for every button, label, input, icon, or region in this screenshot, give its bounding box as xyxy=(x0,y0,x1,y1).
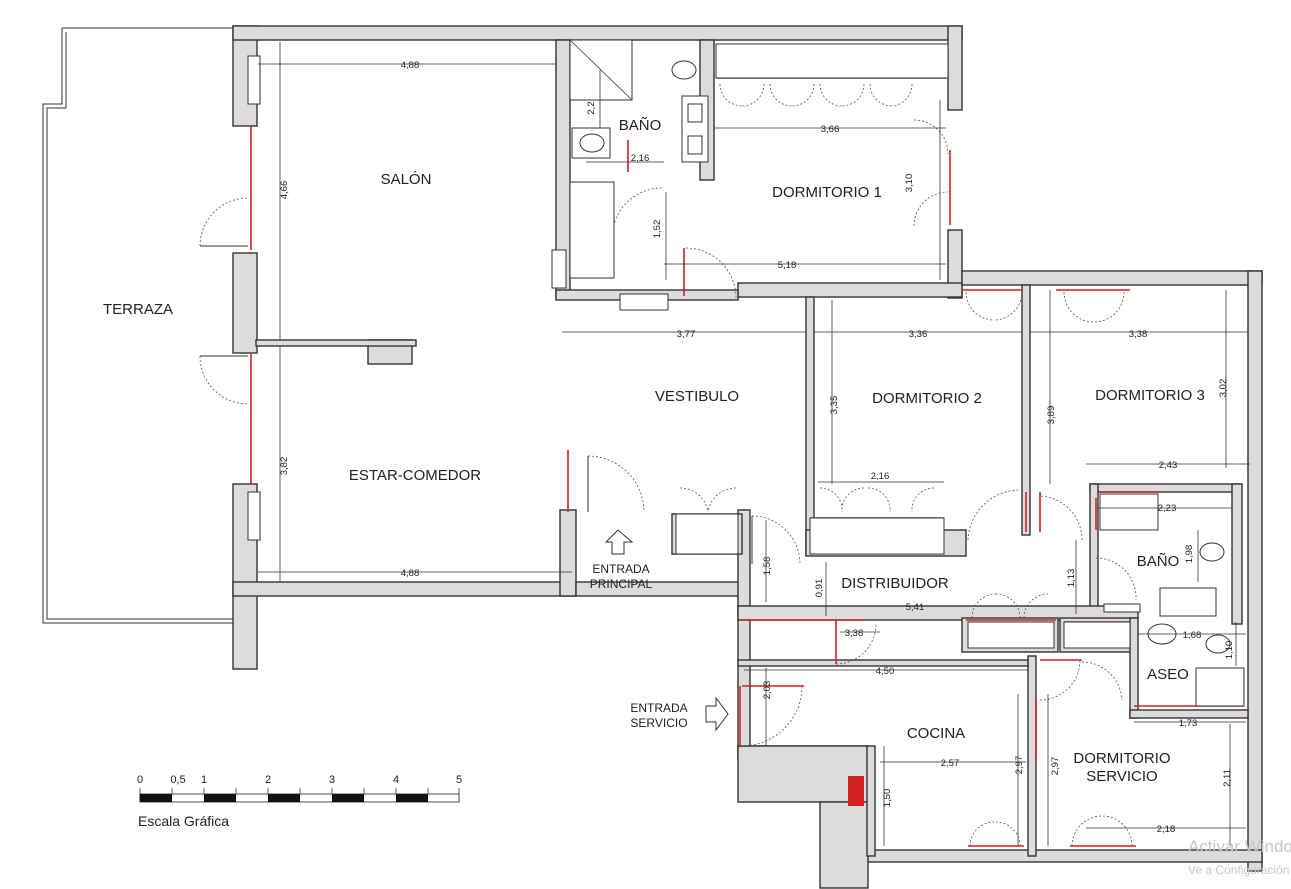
scale-tick-1: 1 xyxy=(201,774,207,786)
room-dormitorio-servicio: DORMITORIO xyxy=(1073,750,1170,767)
dimension-labels: 4,88 4,66 3,82 4,88 2,2 2,16 1,52 3,66 3… xyxy=(279,60,1235,835)
bathtub-icon xyxy=(1099,493,1159,531)
dim-comedor-width: 4,88 xyxy=(401,568,420,579)
dim-dorm1-length: 5,18 xyxy=(778,260,797,271)
room-dormitorio-3: DORMITORIO 3 xyxy=(1095,387,1205,404)
arrow-up-icon xyxy=(604,529,634,555)
dim-distrib-depth-right: 1,13 xyxy=(1066,569,1077,588)
toilet-icon xyxy=(1205,634,1231,654)
dim-dorm1-width: 3,66 xyxy=(821,124,840,135)
toilet-icon xyxy=(1199,542,1225,562)
dim-dorm3-width: 3,38 xyxy=(1129,329,1148,340)
entrada-principal-label-line2: PRINCIPAL xyxy=(590,577,653,591)
dim-passage-width: 3,38 xyxy=(845,628,864,639)
scale-tick-4: 4 xyxy=(393,774,399,786)
dim-salon-width: 4,88 xyxy=(401,60,420,71)
room-distribuidor: DISTRIBUIDOR xyxy=(841,575,949,592)
toilet-icon xyxy=(671,60,697,80)
room-terraza: TERRAZA xyxy=(103,301,173,318)
terrace xyxy=(42,27,234,624)
dim-aseo-depth: 1,10 xyxy=(1224,641,1235,660)
scale-tick-2: 2 xyxy=(265,774,271,786)
dim-hall-depth: 1,58 xyxy=(762,557,773,576)
shower-icon xyxy=(1195,667,1245,707)
dim-serv-closet: 2,18 xyxy=(1157,824,1176,835)
dim-serv-depth-right: 2,11 xyxy=(1222,769,1233,787)
room-vestibulo: VESTIBULO xyxy=(655,388,739,405)
scale-label: Escala Gráfica xyxy=(138,813,229,829)
sink-icon xyxy=(1159,587,1217,617)
activation-watermark: Activar Windows Ve a Configuración xyxy=(1188,837,1291,877)
scale-bar: 0 0,5 1 2 3 4 5 Escala Gráfica xyxy=(137,774,462,829)
dim-dorm3-depth-left: 3,89 xyxy=(1046,406,1057,425)
dim-dorm1-depth: 3,10 xyxy=(904,174,915,193)
scale-tick-0-5: 0,5 xyxy=(170,774,185,786)
dim-cocina-depth: 2,97 xyxy=(1014,756,1025,775)
watermark-line1: Activar Windows xyxy=(1188,837,1291,856)
doors xyxy=(199,83,1137,847)
dim-bano1-depth: 2,2 xyxy=(586,101,597,114)
room-dormitorio-2: DORMITORIO 2 xyxy=(872,390,982,407)
dim-distrib-depth-left: 0,91 xyxy=(814,579,825,598)
scale-tick-0: 0 xyxy=(137,774,143,786)
dim-serv-width: 1,73 xyxy=(1179,718,1198,729)
dim-salon-depth: 4,66 xyxy=(279,181,290,200)
room-dormitorio-1: DORMITORIO 1 xyxy=(772,184,882,201)
dim-dorm2-closet: 2,16 xyxy=(871,471,890,482)
dim-comedor-depth: 3,82 xyxy=(279,457,290,476)
dim-dorm2-width: 3,36 xyxy=(909,329,928,340)
room-bano-1: BAÑO xyxy=(619,117,662,134)
dim-cocina-entry: 2,03 xyxy=(762,681,773,700)
dim-closet-depth: 1,52 xyxy=(652,220,663,239)
room-estar-comedor: ESTAR-COMEDOR xyxy=(349,467,481,484)
entrada-principal-label: ENTRADA xyxy=(592,562,649,576)
room-dormitorio-servicio-line2: SERVICIO xyxy=(1086,768,1157,785)
room-aseo: ASEO xyxy=(1147,666,1189,683)
watermark-line2: Ve a Configuración xyxy=(1188,863,1289,877)
dim-vestibulo-width: 3,77 xyxy=(677,329,696,340)
arrow-right-icon xyxy=(705,696,729,732)
entrada-servicio-label-line2: SERVICIO xyxy=(630,716,687,730)
dim-aseo-width: 1,68 xyxy=(1183,630,1202,641)
dim-serv-depth-left: 2,97 xyxy=(1050,757,1061,776)
room-salon: SALÓN xyxy=(381,171,432,188)
dim-dorm3-depth-right: 3,02 xyxy=(1218,379,1229,398)
entrada-servicio-label: ENTRADA xyxy=(630,701,687,715)
dim-cocina-width: 4,50 xyxy=(876,666,895,677)
dim-bano1-width: 2,16 xyxy=(631,153,650,164)
room-labels: TERRAZA SALÓN ESTAR-COMEDOR BAÑO DORMITO… xyxy=(103,117,1205,785)
scale-tick-5: 5 xyxy=(456,774,462,786)
scale-tick-3: 3 xyxy=(329,774,335,786)
dim-distrib-width: 5,41 xyxy=(906,602,925,613)
room-cocina: COCINA xyxy=(907,725,965,742)
dim-bano2-width: 2,23 xyxy=(1158,503,1177,514)
fixtures xyxy=(551,39,1245,707)
wardrobe-icon xyxy=(715,43,949,79)
dim-cocina-inner: 2,57 xyxy=(941,758,960,769)
dim-dorm2-depth: 3,35 xyxy=(829,396,840,415)
dim-bano2-depth: 1,98 xyxy=(1184,545,1195,564)
dim-dorm3-closet: 2,43 xyxy=(1159,460,1178,471)
room-bano-2: BAÑO xyxy=(1137,553,1180,570)
dim-cocina-pantry: 1,50 xyxy=(882,789,893,808)
dimension-lines xyxy=(258,42,1250,846)
entrance-arrows xyxy=(604,529,729,732)
